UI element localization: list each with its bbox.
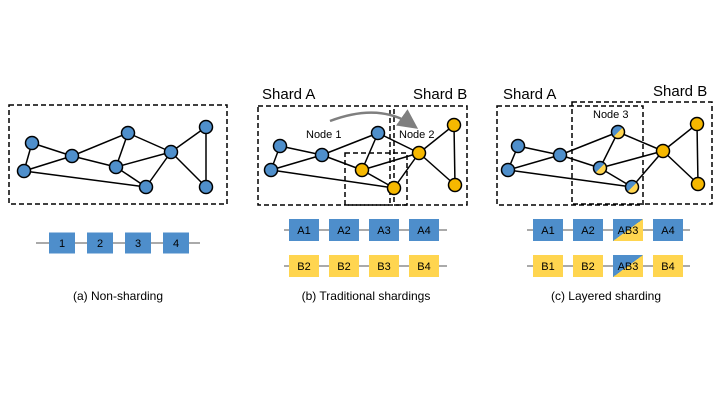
panel-c: Shard A Shard B Node 3 bbox=[496, 83, 713, 303]
node bbox=[198, 179, 214, 195]
node bbox=[510, 138, 526, 154]
panel-caption: (c) Layered sharding bbox=[551, 289, 661, 303]
shard-b-boundary bbox=[393, 105, 468, 206]
shard-a-label: Shard A bbox=[503, 86, 556, 103]
panel-a: 1 2 3 4 (a) Non-sharding bbox=[8, 104, 228, 303]
block bbox=[289, 255, 319, 277]
node bbox=[386, 180, 402, 196]
block-label: A4 bbox=[661, 225, 674, 237]
block-label: A2 bbox=[337, 225, 350, 237]
shard-a-label: Shard A bbox=[262, 86, 315, 103]
node bbox=[314, 147, 330, 163]
block-label: B4 bbox=[417, 261, 430, 273]
block bbox=[163, 232, 189, 254]
block-label: A4 bbox=[417, 225, 430, 237]
node-3-label: Node 3 bbox=[593, 109, 628, 121]
block bbox=[533, 255, 563, 277]
shard-a-boundary bbox=[257, 105, 391, 206]
node bbox=[64, 148, 80, 164]
block bbox=[289, 219, 319, 241]
node bbox=[500, 162, 516, 178]
node bbox=[655, 143, 671, 159]
shard-b-boundary bbox=[571, 101, 713, 205]
node bbox=[272, 138, 288, 154]
block bbox=[409, 255, 439, 277]
shard-b-label: Shard B bbox=[413, 86, 467, 103]
block bbox=[49, 232, 75, 254]
node-2-label: Node 2 bbox=[399, 129, 434, 141]
node bbox=[263, 162, 279, 178]
block-label: 3 bbox=[135, 238, 141, 250]
node bbox=[16, 163, 32, 179]
network-nodes bbox=[500, 116, 706, 195]
block bbox=[533, 219, 563, 241]
block-label: AB3 bbox=[618, 261, 639, 273]
block bbox=[369, 219, 399, 241]
block bbox=[329, 255, 359, 277]
network-boundary bbox=[8, 104, 228, 205]
network-edges bbox=[23, 126, 207, 188]
node bbox=[370, 125, 386, 141]
shared-node bbox=[592, 160, 608, 176]
block-label: B4 bbox=[661, 261, 674, 273]
node bbox=[690, 176, 706, 192]
block bbox=[653, 219, 683, 241]
block bbox=[613, 219, 643, 241]
network-nodes bbox=[263, 117, 463, 196]
node-1-label: Node 1 bbox=[306, 129, 341, 141]
block bbox=[87, 232, 113, 254]
shard-b-label: Shard B bbox=[653, 83, 707, 100]
block-label: 2 bbox=[97, 238, 103, 250]
block-label: B3 bbox=[377, 261, 390, 273]
block-label: A3 bbox=[377, 225, 390, 237]
block-rows-a: 1 2 3 4 bbox=[36, 232, 200, 254]
node bbox=[163, 144, 179, 160]
block bbox=[125, 232, 151, 254]
node bbox=[447, 177, 463, 193]
block-label: 1 bbox=[59, 238, 65, 250]
block bbox=[573, 219, 603, 241]
panel-caption: (a) Non-sharding bbox=[73, 289, 163, 303]
overlap-boundary bbox=[344, 152, 408, 206]
block bbox=[653, 255, 683, 277]
node bbox=[411, 145, 427, 161]
node bbox=[354, 162, 370, 178]
node bbox=[24, 135, 40, 151]
shared-node bbox=[610, 124, 626, 140]
node bbox=[552, 147, 568, 163]
block bbox=[613, 255, 643, 277]
block-label: B2 bbox=[297, 261, 310, 273]
block bbox=[369, 255, 399, 277]
migration-arrow bbox=[329, 109, 419, 129]
block bbox=[329, 219, 359, 241]
node bbox=[138, 179, 154, 195]
block-label: B1 bbox=[541, 261, 554, 273]
panel-caption: (b) Traditional shardings bbox=[302, 289, 431, 303]
block-label: A1 bbox=[297, 225, 310, 237]
block-label: AB3 bbox=[618, 225, 639, 237]
block-label: B2 bbox=[581, 261, 594, 273]
shard-a-boundary bbox=[496, 105, 644, 206]
block-label: A1 bbox=[541, 225, 554, 237]
block-label: A2 bbox=[581, 225, 594, 237]
node bbox=[120, 125, 136, 141]
node bbox=[198, 119, 214, 135]
block-label: B2 bbox=[337, 261, 350, 273]
block bbox=[573, 255, 603, 277]
panel-b: Shard A Shard B Node 1 Node 2 bbox=[257, 86, 468, 303]
block bbox=[409, 219, 439, 241]
node bbox=[689, 116, 705, 132]
node bbox=[108, 159, 124, 175]
network-edges bbox=[507, 123, 699, 188]
block-label: 4 bbox=[173, 238, 179, 250]
node bbox=[446, 117, 462, 133]
network-nodes bbox=[16, 119, 214, 195]
shared-node bbox=[624, 179, 640, 195]
